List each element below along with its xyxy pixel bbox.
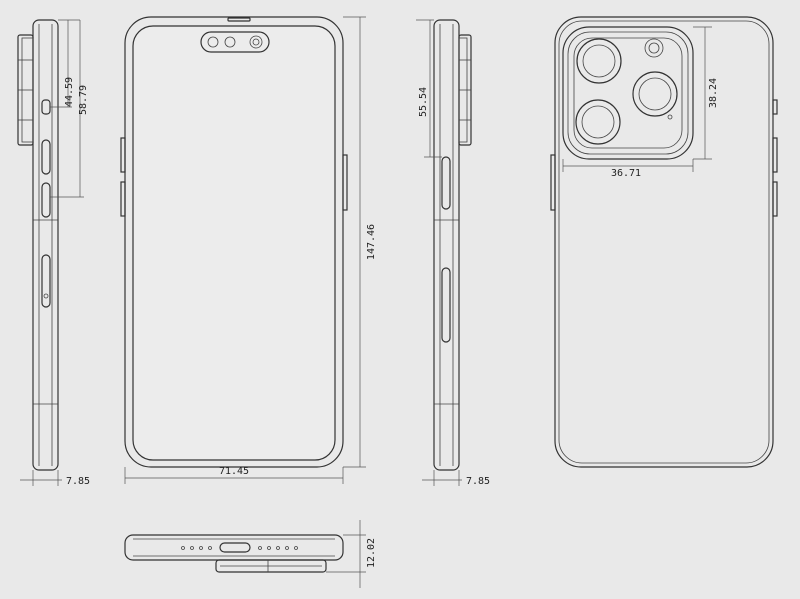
dim-front-height: 147.46 <box>366 224 377 260</box>
dim-front-width: 71.45 <box>219 466 249 477</box>
dim-left-lower: 58.79 <box>78 85 89 115</box>
back-view: 38.24 36.71 <box>550 16 778 468</box>
dim-right-depth: 7.85 <box>466 476 490 487</box>
front-view: 71.45 147.46 <box>120 16 377 484</box>
dim-left-upper: 44.59 <box>64 77 75 107</box>
dim-camera-height: 38.24 <box>708 78 719 108</box>
bottom-view: 12.02 <box>124 520 377 588</box>
dim-right-button: 55.54 <box>418 87 429 117</box>
dim-bottom-depth: 12.02 <box>366 538 377 568</box>
dim-left-depth: 7.85 <box>66 476 90 487</box>
right-side-view: 55.54 7.85 <box>416 19 490 487</box>
dim-camera-width: 36.71 <box>611 168 641 179</box>
left-side-view: 44.59 58.79 7.85 <box>17 19 90 487</box>
